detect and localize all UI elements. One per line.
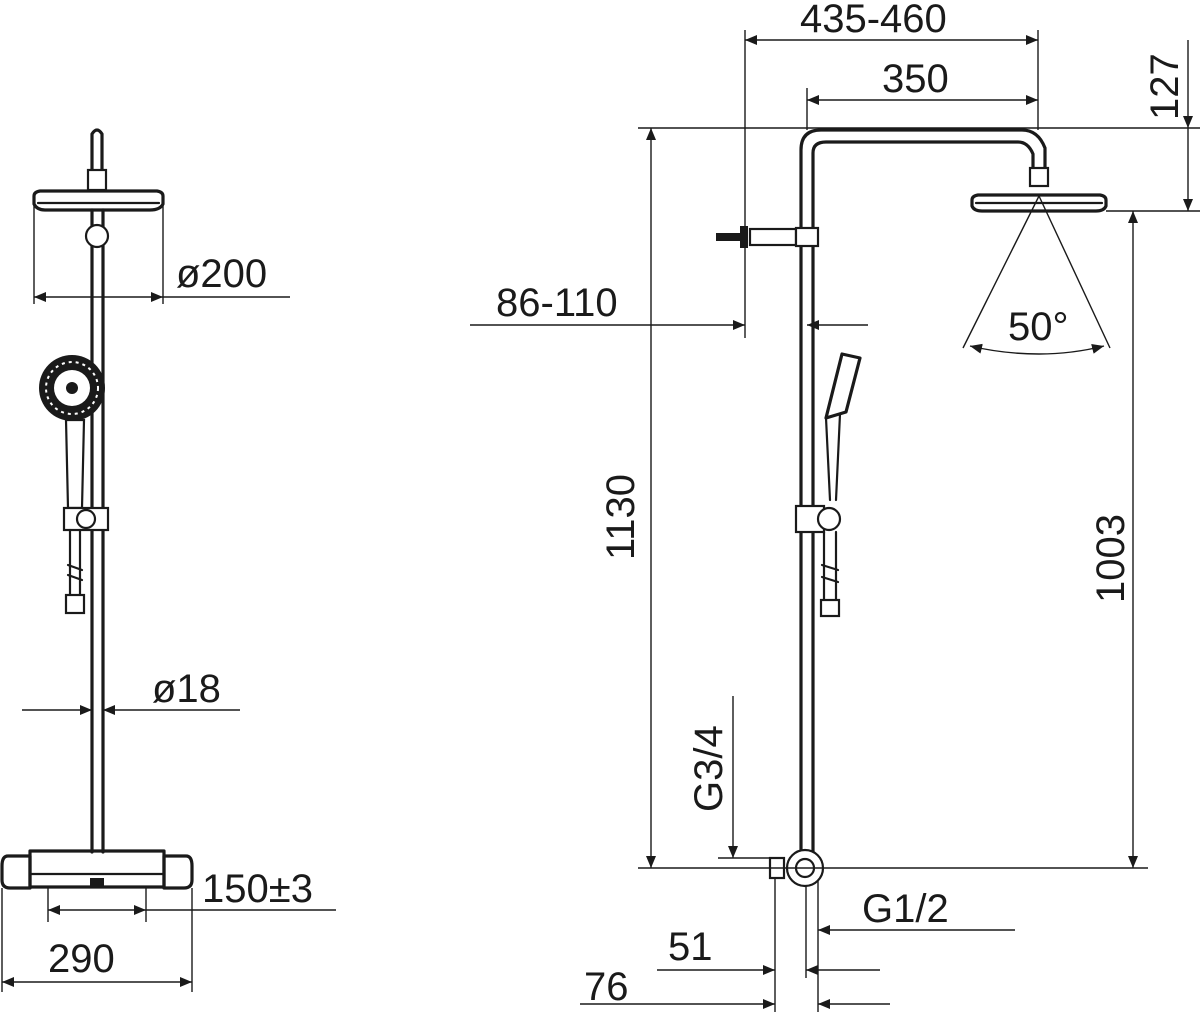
label-pipe-diameter: ø18 bbox=[152, 667, 221, 711]
side-hand-shower-head bbox=[824, 352, 862, 420]
label-spray-angle: 50° bbox=[1008, 305, 1069, 349]
side-riser-and-arm-inner bbox=[811, 140, 1035, 857]
label-total-height: 1130 bbox=[599, 474, 643, 560]
label-depth-large: 76 bbox=[584, 965, 629, 1009]
label-depth-small: 51 bbox=[668, 925, 713, 969]
front-overhead-shower-head bbox=[32, 189, 165, 212]
front-head-stem bbox=[90, 128, 104, 172]
side-wall-anchor bbox=[716, 233, 746, 241]
side-hose-end bbox=[819, 598, 841, 618]
front-wall-bracket bbox=[84, 223, 110, 249]
side-view-dimensions: 435-460 350 127 86-110 50° 1130 1003 G3/ bbox=[470, 0, 1200, 1012]
label-thermostat-spacing: 150±3 bbox=[202, 867, 313, 911]
side-wall-bracket-clamp bbox=[794, 226, 820, 248]
label-projection-inner: 350 bbox=[882, 57, 949, 101]
front-view-dimensions: ø200 ø18 150±3 290 bbox=[1, 204, 336, 992]
front-hand-shower-handle bbox=[64, 418, 86, 510]
front-head-connector bbox=[86, 168, 108, 192]
front-hose-end bbox=[64, 593, 86, 615]
side-head-connector bbox=[1028, 166, 1050, 188]
front-hose bbox=[68, 528, 82, 597]
label-thermostat-width: 290 bbox=[48, 937, 115, 981]
label-head-offset: 127 bbox=[1143, 53, 1187, 120]
side-overhead-shower-head bbox=[970, 193, 1108, 213]
label-head-diameter: ø200 bbox=[176, 252, 267, 296]
side-riser-and-arm-outer bbox=[799, 128, 1047, 857]
front-view bbox=[0, 128, 194, 890]
label-projection-outer: 435-460 bbox=[800, 0, 947, 41]
front-thermostat-right-knob bbox=[162, 854, 194, 890]
side-hand-shower-handle bbox=[824, 412, 842, 502]
label-supply-thread: G3/4 bbox=[687, 725, 731, 812]
label-outlet-thread: G1/2 bbox=[862, 887, 949, 931]
front-thermostat-left-knob bbox=[0, 854, 32, 890]
side-view bbox=[716, 128, 1108, 888]
label-head-height: 1003 bbox=[1089, 514, 1133, 603]
side-wall-bracket-arm bbox=[748, 227, 798, 247]
label-wall-distance: 86-110 bbox=[496, 281, 618, 325]
